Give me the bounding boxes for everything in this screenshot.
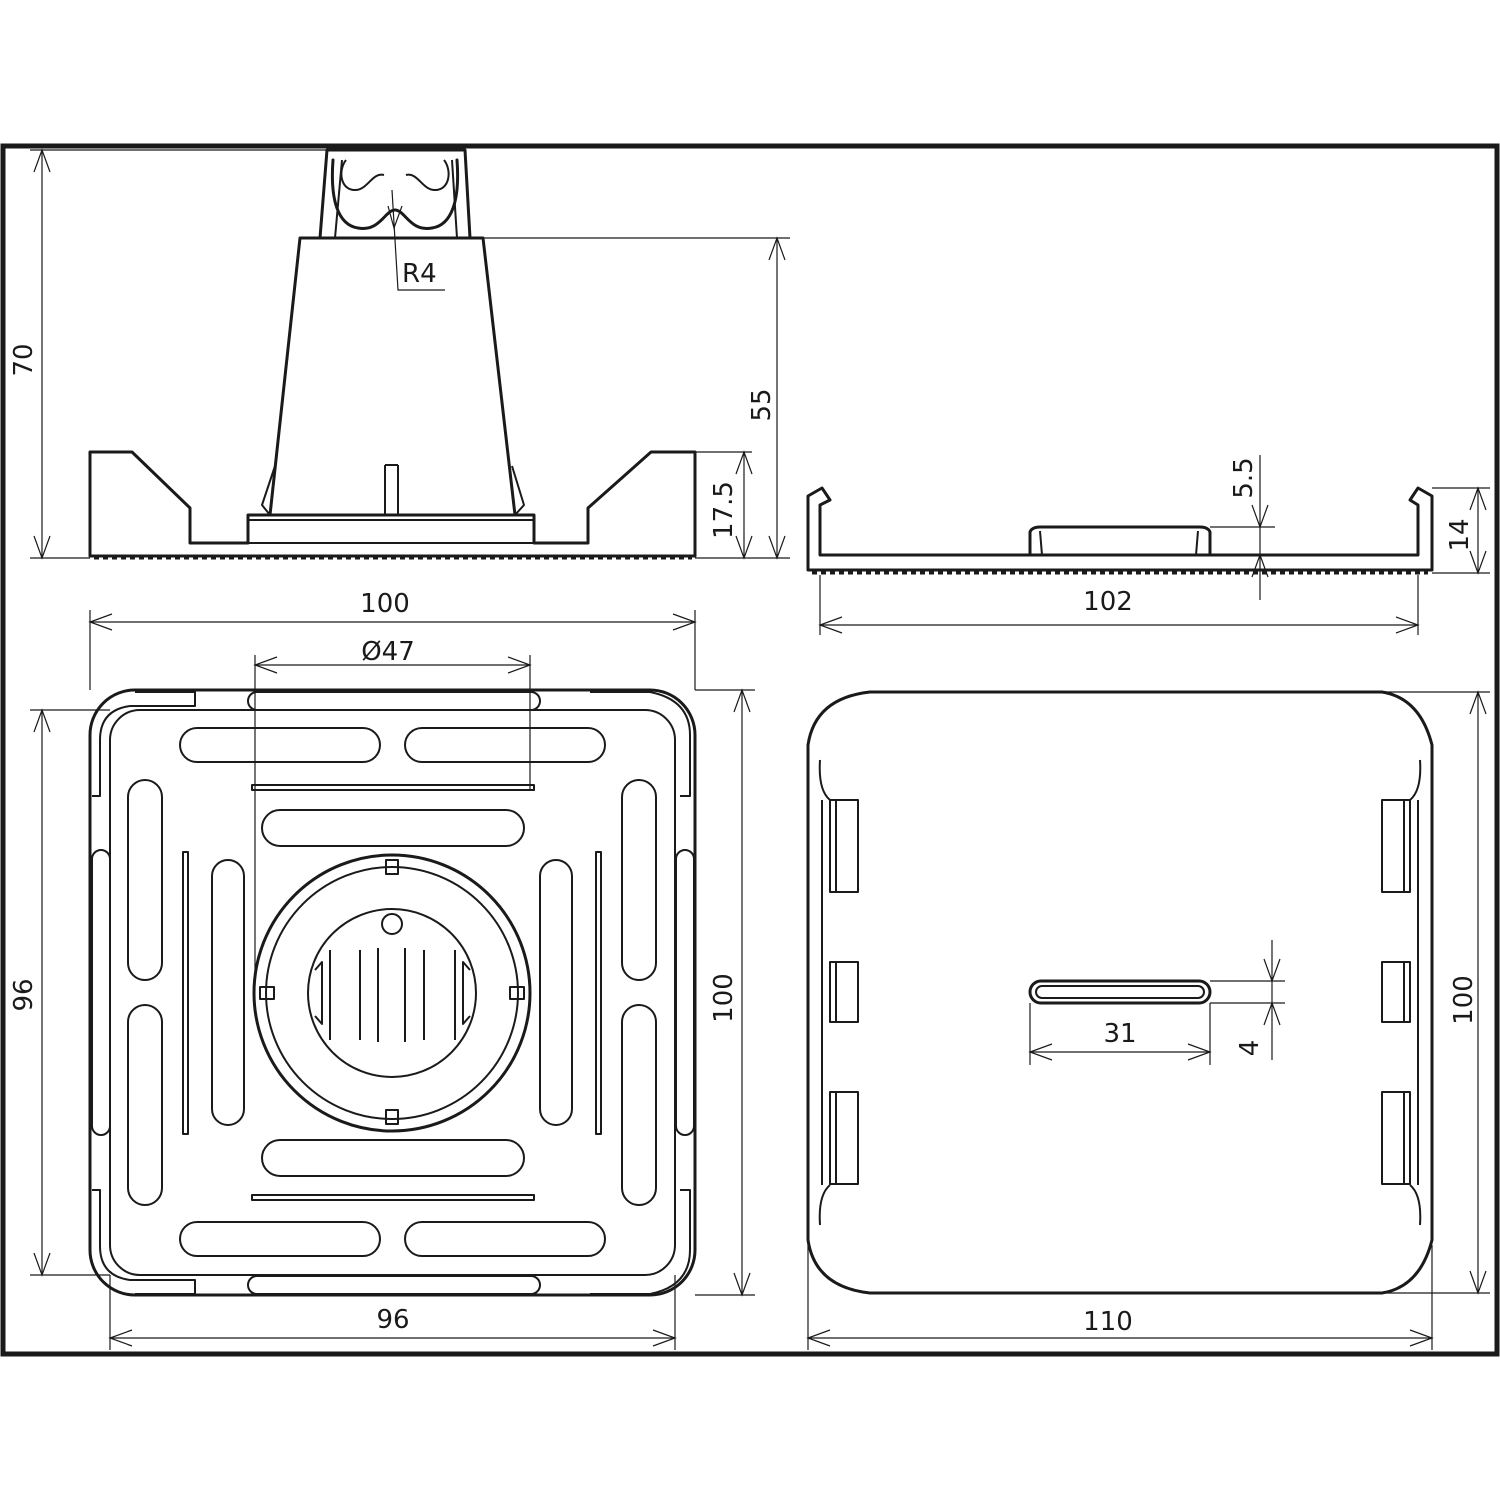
side-view	[88, 148, 697, 560]
dim-boss-diameter: Ø47	[361, 637, 415, 667]
dimension-labels: 70 55 17.5 R4 5.5 14 102 100 Ø47 96 100 …	[9, 259, 1479, 1337]
dim-tray-height: 14	[1445, 518, 1475, 551]
top-view	[88, 688, 697, 1297]
dim-bottom-width: 110	[1083, 1307, 1133, 1337]
dim-cone-height: 55	[747, 388, 777, 421]
dim-clip-radius: R4	[402, 259, 437, 289]
tray-section	[806, 486, 1434, 575]
dim-top-height-left: 96	[9, 978, 39, 1011]
dim-tray-width: 102	[1083, 587, 1133, 617]
dim-total-height: 70	[9, 343, 39, 376]
dim-top-inner-width: 96	[376, 1305, 409, 1335]
dim-top-height-right: 100	[709, 973, 739, 1023]
dim-tray-rim: 5.5	[1229, 457, 1259, 498]
dim-bottom-height: 100	[1449, 975, 1479, 1025]
dimension-lines	[30, 148, 1490, 1350]
dim-top-outer-width: 100	[360, 589, 410, 619]
dim-base-height: 17.5	[709, 481, 739, 539]
dim-slot-width: 4	[1235, 1040, 1265, 1057]
bottom-view	[806, 690, 1434, 1295]
drawing-frame	[0, 143, 1500, 1357]
dim-slot-length: 31	[1103, 1019, 1136, 1049]
